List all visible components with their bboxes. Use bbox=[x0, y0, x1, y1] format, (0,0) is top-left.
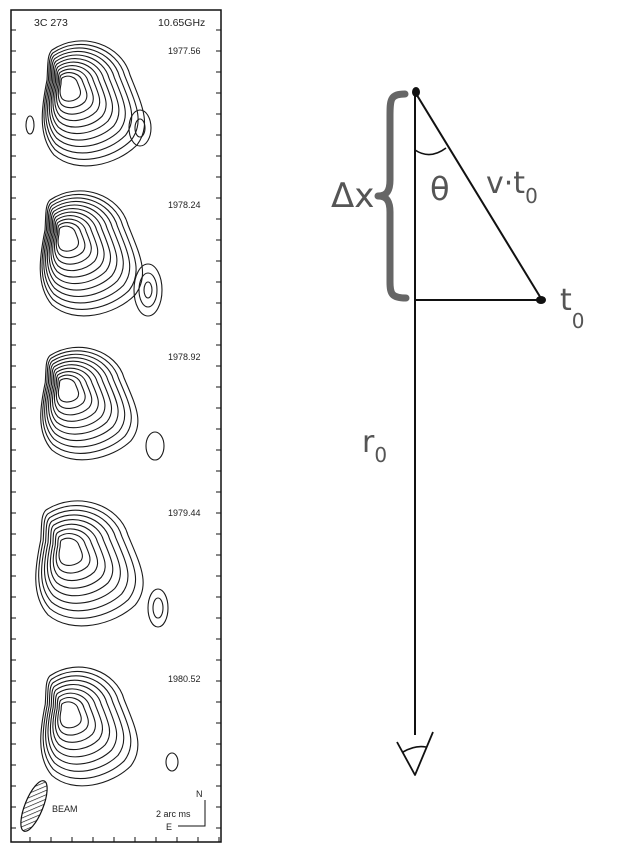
epoch-label: 1980.52 bbox=[168, 674, 201, 684]
delta-x-label: Δx bbox=[331, 176, 374, 216]
theta-angle-arc bbox=[414, 147, 447, 156]
beam-label: BEAM bbox=[52, 804, 78, 814]
frame-ticks-left bbox=[11, 29, 16, 829]
r0-label: r0 bbox=[362, 425, 387, 467]
contour-map-1980-52 bbox=[41, 667, 179, 786]
source-point-t0 bbox=[536, 296, 546, 304]
map-frame bbox=[10, 9, 222, 843]
contour-map-1978-24 bbox=[40, 191, 163, 317]
frame-ticks-bottom bbox=[29, 837, 220, 842]
vlbi-map-figure: 3C 273 10.65GHz 1977.56 1978.24 1978.92 … bbox=[10, 9, 222, 843]
geometry-diagram: Δx θ v·t0 t0 r0 bbox=[331, 87, 585, 776]
beam-ellipse bbox=[20, 780, 48, 832]
source-name: 3C 273 bbox=[34, 17, 68, 29]
observer-eye-icon bbox=[396, 731, 434, 776]
north-label: N bbox=[196, 789, 203, 799]
contour-map-1977-56 bbox=[25, 41, 152, 166]
source-point-origin bbox=[412, 87, 420, 97]
epoch-label: 1977.56 bbox=[168, 46, 201, 56]
frame-ticks-right bbox=[216, 29, 221, 829]
theta-label: θ bbox=[430, 170, 450, 208]
scale-label: 2 arc ms bbox=[156, 809, 191, 819]
delta-x-brace bbox=[374, 90, 410, 302]
east-label: E bbox=[166, 822, 172, 832]
epoch-label: 1979.44 bbox=[168, 508, 201, 518]
epoch-label: 1978.92 bbox=[168, 352, 201, 362]
vt0-label: v·t0 bbox=[486, 166, 538, 208]
compass-arrows bbox=[178, 800, 206, 827]
velocity-path-line bbox=[414, 91, 543, 301]
t0-label: t0 bbox=[560, 283, 585, 333]
frequency-label: 10.65GHz bbox=[158, 17, 205, 29]
contour-map-1978-92 bbox=[41, 347, 165, 461]
epoch-label: 1978.24 bbox=[168, 200, 201, 210]
